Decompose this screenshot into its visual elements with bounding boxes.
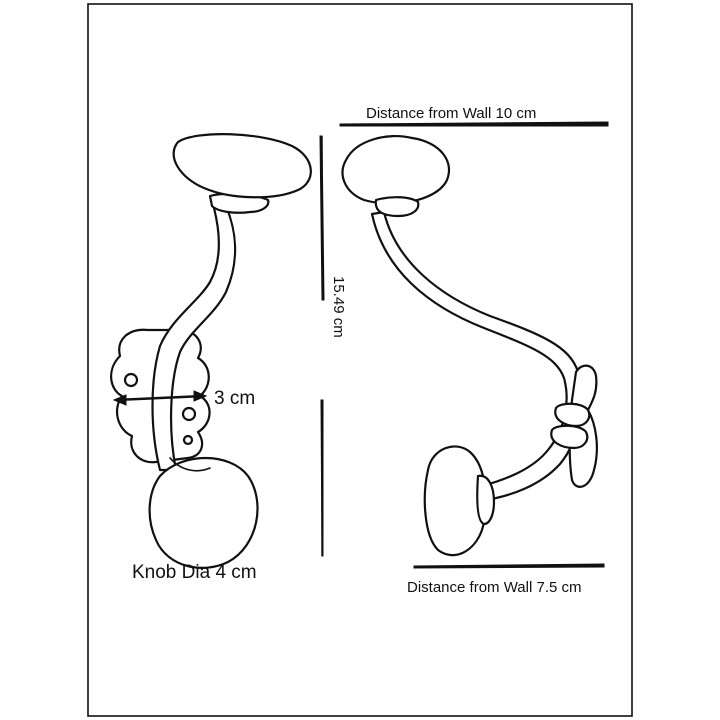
width-arrow-left <box>112 394 127 406</box>
width-dim-line <box>115 394 205 402</box>
label-knob-diameter: Knob Dia 4 cm <box>132 562 257 583</box>
label-distance-bottom: Distance from Wall 7.5 cm <box>407 579 582 596</box>
frame-border <box>87 3 633 717</box>
side-boss-lower <box>550 424 589 450</box>
bottom-knob-neck <box>169 457 211 472</box>
side-bottom-collar <box>476 474 496 526</box>
side-view-hook <box>341 134 598 557</box>
hook-arm <box>151 204 237 472</box>
label-height: 15.49 cm <box>330 276 347 338</box>
screw-hole-bottom <box>182 434 194 446</box>
label-distance-top: Distance from Wall 10 cm <box>366 105 536 122</box>
side-boss-upper <box>554 402 591 428</box>
width-arrow-right <box>193 390 208 402</box>
label-width: 3 cm <box>214 388 255 409</box>
side-hook-arm <box>370 210 583 502</box>
side-top-collar <box>374 196 420 218</box>
top-knob <box>172 133 312 199</box>
screw-hole-left <box>123 372 139 388</box>
side-top-knob <box>341 134 451 205</box>
bottom-distance-dim-line <box>413 563 605 569</box>
top-distance-dim-line <box>339 121 609 127</box>
side-wall-plate <box>568 364 598 488</box>
height-dimension <box>319 135 325 557</box>
side-bottom-knob <box>423 445 488 557</box>
screw-hole-right <box>181 406 197 422</box>
bottom-knob <box>148 457 259 569</box>
front-view-hook <box>110 133 312 569</box>
